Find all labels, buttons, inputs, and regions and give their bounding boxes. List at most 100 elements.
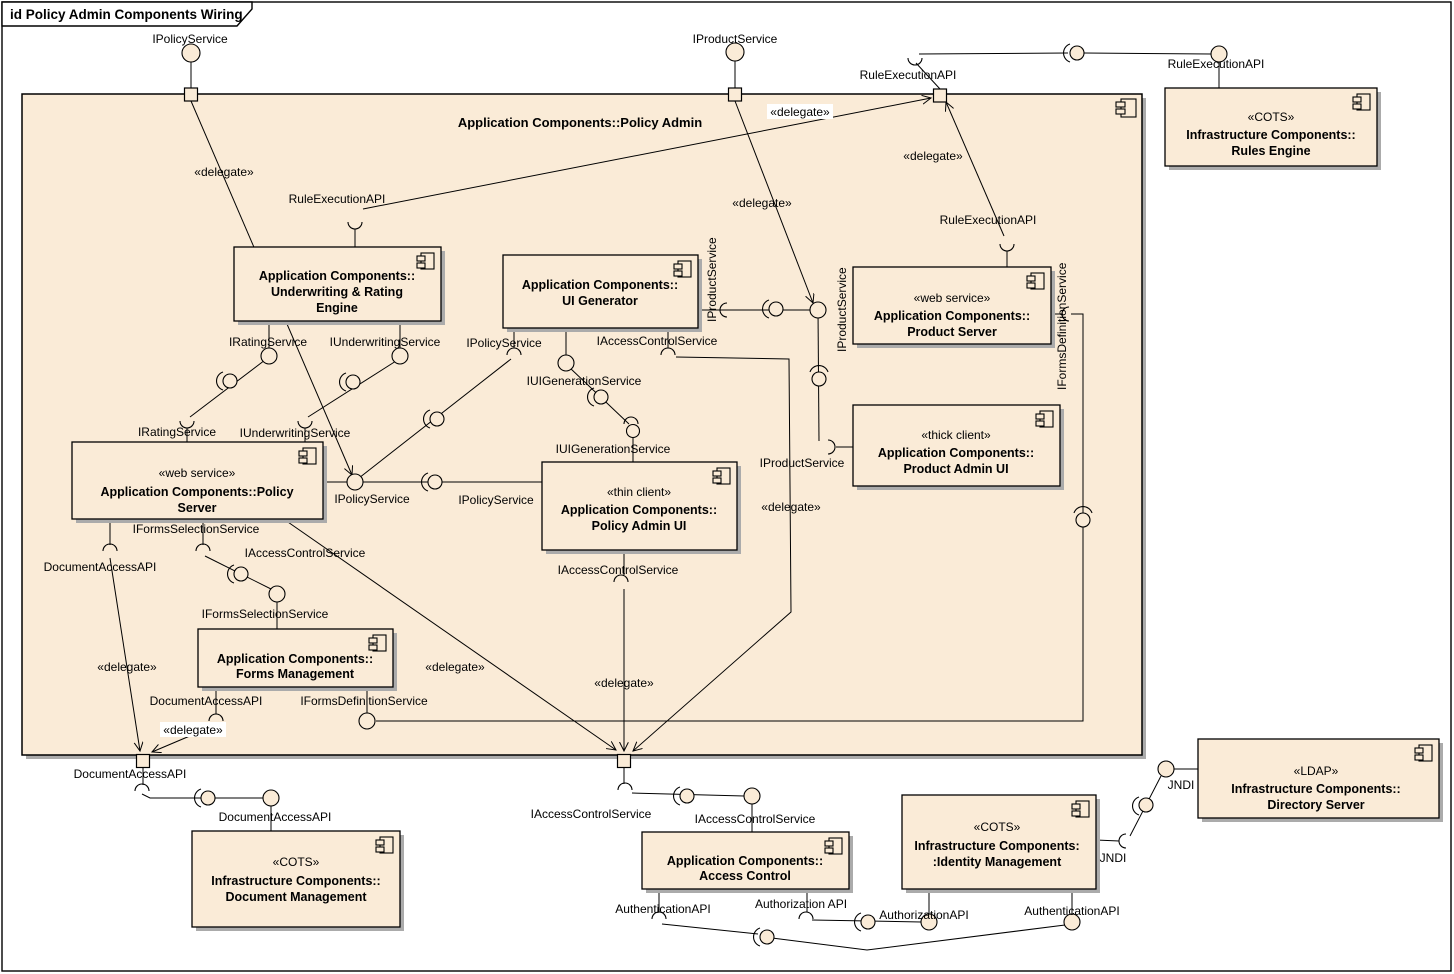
svg-text:Underwriting & Rating: Underwriting & Rating [271, 285, 403, 299]
interface-label: IPolicyService [458, 493, 534, 507]
interface-label: IUIGenerationService [556, 442, 671, 456]
required-interface-socket [347, 221, 363, 230]
svg-text:Rules Engine: Rules Engine [1231, 144, 1310, 158]
component-product-admin-ui[interactable]: «thick client» Application Components:: … [852, 404, 1064, 490]
provided-interface-ball [268, 585, 286, 603]
port-iaccesscontrolservice[interactable] [616, 753, 632, 769]
component-icon [416, 252, 435, 270]
port-ipolicyservice[interactable] [183, 87, 199, 102]
assembly-connector [853, 912, 876, 932]
interface-label: IRatingService [138, 425, 216, 439]
component-policy-server[interactable]: «web service» Application Components::Po… [71, 441, 327, 523]
svg-text:Product Admin UI: Product Admin UI [903, 462, 1008, 476]
interface-label: RuleExecutionAPI [940, 213, 1037, 227]
assembly-connector [1131, 796, 1154, 816]
interface-label: RuleExecutionAPI [860, 68, 957, 82]
delegate-label: «delegate» [425, 660, 485, 674]
port-iproductservice[interactable] [727, 87, 743, 102]
component-identity-management[interactable]: «COTS» Infrastructure Components: :Ident… [901, 794, 1100, 893]
assembly-connector [761, 299, 784, 319]
provided-interface-ball [181, 43, 201, 63]
required-interface-socket [907, 57, 923, 66]
required-interface-socket [179, 420, 195, 429]
interface-label: RuleExecutionAPI [289, 192, 386, 206]
provided-interface-ball [358, 712, 376, 730]
component-rules-engine[interactable]: «COTS» Infrastructure Components:: Rules… [1164, 87, 1381, 170]
assembly-connector [586, 387, 609, 407]
required-interface-socket [134, 783, 150, 792]
component-name: Application Components:: [522, 278, 678, 292]
svg-text:Policy Admin UI: Policy Admin UI [592, 519, 687, 533]
interface-label: IAccessControlService [597, 334, 718, 348]
component-ui-generator[interactable]: Application Components:: UI Generator [502, 254, 702, 332]
required-interface-socket [719, 302, 728, 318]
assembly-connector [422, 409, 445, 429]
required-interface-socket [506, 347, 522, 356]
ports [135, 87, 948, 769]
required-interface-socket [999, 243, 1015, 252]
provided-interface-ball [1157, 760, 1175, 778]
delegate-label: «delegate» [761, 500, 821, 514]
svg-text:Directory Server: Directory Server [1267, 798, 1364, 812]
interface-label: RuleExecutionAPI [1168, 57, 1265, 71]
interface-label: IPolicyService [466, 336, 542, 350]
component-stereotype: «COTS» [974, 820, 1021, 834]
component-icon [1352, 93, 1371, 111]
interface-label: IAccessControlService [558, 563, 679, 577]
delegate-label: «delegate» [97, 660, 157, 674]
component-name: Application Components:: [667, 854, 823, 868]
interface-label: JNDI [1100, 851, 1127, 865]
svg-text:Product Server: Product Server [907, 325, 997, 339]
required-interface-socket [613, 574, 629, 583]
required-interface-socket [1118, 833, 1127, 849]
component-stereotype: «COTS» [273, 855, 320, 869]
interface-label: IUnderwritingService [240, 426, 351, 440]
component-product-server[interactable]: «web service» Application Components:: P… [852, 266, 1055, 348]
component-icon [1071, 800, 1090, 818]
interface-label: Authorization API [755, 897, 847, 911]
interface-label: IUIGenerationService [527, 374, 642, 388]
provided-interface-ball [743, 787, 761, 805]
delegate-label: «delegate» [194, 165, 254, 179]
port-documentaccessapi[interactable] [135, 753, 151, 769]
component-icon [1414, 744, 1433, 762]
provided-interface-ball [1063, 913, 1081, 931]
component-icon [368, 634, 387, 652]
component-forms-management[interactable]: Application Components:: Forms Managemen… [197, 628, 397, 691]
interface-label: IProductService [705, 237, 719, 322]
port-ruleexecutionapi[interactable] [932, 88, 948, 103]
provided-interface-ball [725, 42, 745, 62]
component-icon [673, 260, 692, 278]
component-stereotype: «web service» [159, 466, 236, 480]
interface-label: IFormsSelectionService [202, 607, 329, 621]
component-name: Application Components:: [561, 503, 717, 517]
interface-label: IProductService [693, 32, 778, 46]
component-policy-admin-ui[interactable]: «thin client» Application Components:: P… [541, 461, 741, 554]
component-name: Application Components:: [259, 269, 415, 283]
provided-interface-ball [625, 423, 641, 439]
component-directory-server[interactable]: «LDAP» Infrastructure Components:: Direc… [1197, 738, 1443, 822]
provided-interface-ball [262, 789, 280, 807]
component-document-management[interactable]: «COTS» Infrastructure Components:: Docum… [191, 830, 404, 931]
svg-text:UI Generator: UI Generator [562, 294, 638, 308]
interface-label: DocumentAccessAPI [150, 694, 263, 708]
component-name: Application Components:: [874, 309, 1030, 323]
component-underwriting-rating-engine[interactable]: Application Components:: Underwriting & … [233, 246, 445, 325]
component-name: Infrastructure Components:: [211, 874, 380, 888]
component-icon [375, 836, 394, 854]
delegate-label: «delegate» [732, 196, 792, 210]
assembly-connector [226, 564, 249, 584]
required-interface-socket [208, 713, 224, 722]
interface-label: AuthorizationAPI [879, 908, 968, 922]
component-icon [712, 467, 731, 485]
required-interface-socket [102, 543, 118, 552]
interface-label: DocumentAccessAPI [44, 560, 157, 574]
interface-label: DocumentAccessAPI [219, 810, 332, 824]
interface-label: IPolicyService [334, 492, 410, 506]
interface-label: DocumentAccessAPI [74, 767, 187, 781]
required-interface-socket [617, 782, 633, 791]
interface-glyphs [102, 42, 1228, 947]
component-icon [1115, 98, 1137, 118]
component-access-control[interactable]: Application Components:: Access Control [641, 831, 853, 893]
diagram-title-tab: id Policy Admin Components Wiring [1, 1, 253, 27]
